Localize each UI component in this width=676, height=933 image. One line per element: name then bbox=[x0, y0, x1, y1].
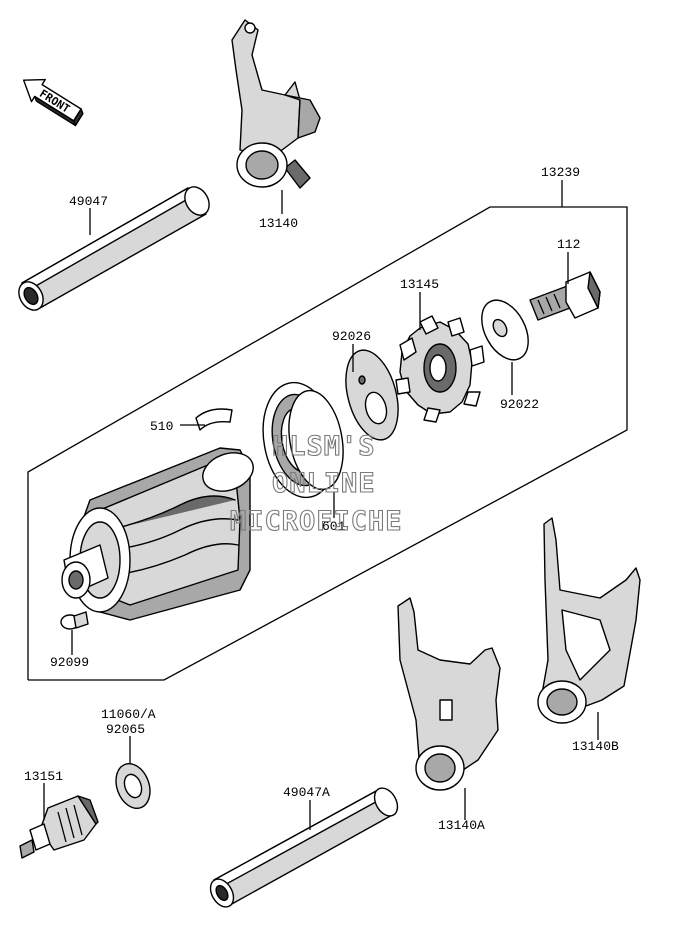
watermark-line-1: HLSM'S bbox=[272, 431, 376, 462]
label-92065: 92065 bbox=[106, 722, 145, 737]
plate-92026 bbox=[345, 349, 399, 441]
label-49047a: 49047A bbox=[283, 785, 330, 800]
label-13145: 13145 bbox=[400, 277, 439, 292]
bolt-112 bbox=[529, 271, 601, 321]
watermark-line-3: MICROFICHE bbox=[230, 506, 403, 537]
shaft-49047 bbox=[18, 186, 210, 311]
label-92026: 92026 bbox=[332, 329, 371, 344]
label-13239: 13239 bbox=[541, 165, 580, 180]
watermark-line-2: ONLINE bbox=[272, 468, 376, 499]
label-13151: 13151 bbox=[24, 769, 63, 784]
label-601: 601 bbox=[322, 519, 346, 534]
washer-92022 bbox=[481, 299, 529, 361]
label-112: 112 bbox=[557, 237, 580, 252]
switch-13151 bbox=[19, 795, 99, 859]
label-92022: 92022 bbox=[500, 397, 539, 412]
part-labels: 49047 13140 13239 112 13145 92026 92022 … bbox=[24, 165, 619, 833]
label-92099: 92099 bbox=[50, 655, 89, 670]
pin-510 bbox=[195, 408, 233, 431]
label-510: 510 bbox=[150, 419, 173, 434]
shift-drum bbox=[61, 447, 254, 621]
label-11060: 11060/A bbox=[101, 707, 156, 722]
front-arrow-icon: FRONT bbox=[22, 78, 84, 127]
star-plate-13145 bbox=[395, 315, 485, 423]
label-13140b: 13140B bbox=[572, 739, 619, 754]
fork-13140b bbox=[537, 517, 641, 724]
label-49047: 49047 bbox=[69, 194, 108, 209]
shaft-49047a bbox=[209, 787, 399, 908]
leader-lines bbox=[43, 180, 599, 830]
bearing-601 bbox=[262, 381, 344, 499]
fork-13140a bbox=[397, 597, 501, 791]
label-13140a: 13140A bbox=[438, 818, 485, 833]
watermark: HLSM'S ONLINE MICROFICHE bbox=[229, 430, 403, 537]
assembly-frame bbox=[27, 206, 628, 681]
washer-92065 bbox=[115, 763, 151, 809]
fork-13140 bbox=[231, 19, 321, 189]
bolt-92099 bbox=[60, 611, 89, 630]
label-13140: 13140 bbox=[259, 216, 298, 231]
